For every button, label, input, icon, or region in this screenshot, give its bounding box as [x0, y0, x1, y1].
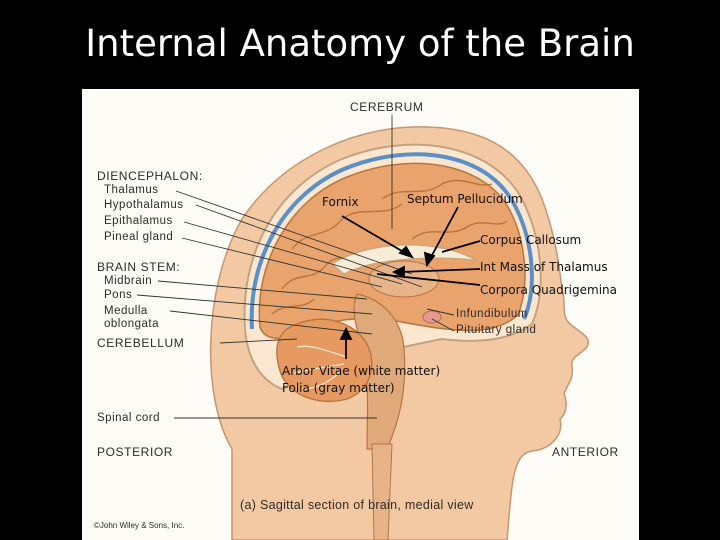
label-epithalamus: Epithalamus [104, 215, 173, 227]
annotation-septum-pellucidum: Septum Pellucidum [407, 192, 523, 206]
label-anterior: ANTERIOR [552, 445, 619, 459]
figure-caption: (a) Sagittal section of brain, medial vi… [240, 498, 474, 512]
annotation-folia: Folia (gray matter) [282, 381, 395, 395]
label-posterior: POSTERIOR [97, 445, 174, 459]
label-cerebellum: CEREBELLUM [97, 336, 185, 350]
leader-lines [136, 115, 455, 419]
spinal-cord-shape [371, 443, 393, 540]
annotation-arrows [339, 206, 481, 359]
annotation-int-mass-thalamus: Int Mass of Thalamus [480, 260, 608, 274]
brain-illustration [136, 115, 589, 540]
label-cerebrum: CEREBRUM [350, 100, 424, 114]
thalamus-shape [368, 260, 440, 298]
label-medulla: Medulla [104, 305, 148, 317]
copyright-text: ©John Wiley & Sons, Inc. [94, 521, 185, 530]
brain-diagram: CEREBRUM DIENCEPHALON: Thalamus Hypothal… [82, 89, 639, 540]
slide-title: Internal Anatomy of the Brain [85, 22, 635, 65]
annotation-arbor-vitae: Arbor Vitae (white matter) [282, 364, 441, 378]
label-hypothalamus: Hypothalamus [104, 199, 184, 211]
label-infundibulum: Infundibulum [456, 308, 528, 320]
annotation-corpus-callosum: Corpus Callosum [480, 233, 582, 247]
arbor-vitae-lines [293, 345, 348, 390]
label-pituitary-gland: Pituitary gland [456, 324, 537, 336]
meninges-line [249, 152, 534, 330]
corpus-callosum-shape [330, 244, 478, 275]
label-pons: Pons [104, 289, 133, 301]
label-thalamus: Thalamus [104, 184, 159, 196]
annotation-fornix: Fornix [322, 195, 359, 209]
label-pineal-gland: Pineal gland [104, 231, 174, 243]
label-spinal-cord: Spinal cord [97, 412, 161, 424]
pituitary-shape [422, 310, 442, 324]
label-brain-stem: BRAIN STEM: [97, 260, 181, 274]
label-diencephalon: DIENCEPHALON: [97, 169, 203, 183]
annotation-corpora-quadrigemina: Corpora Quadrigemina [480, 283, 617, 297]
label-oblongata: oblongata [104, 318, 160, 330]
label-midbrain: Midbrain [104, 275, 153, 287]
